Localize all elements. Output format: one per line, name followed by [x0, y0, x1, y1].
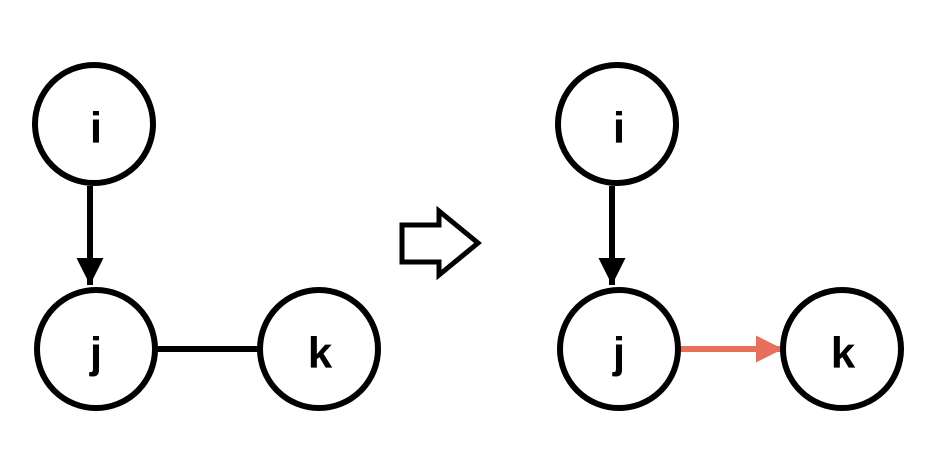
left-node-i-label: i — [90, 104, 102, 153]
left-node-i: i — [32, 62, 156, 186]
right-node-k: k — [780, 287, 904, 411]
right-node-i: i — [555, 62, 679, 186]
right-node-i-label: i — [613, 104, 625, 153]
left-node-j-label: j — [89, 329, 102, 378]
right-graph: i j k — [555, 62, 904, 411]
hollow-right-arrow-icon — [399, 205, 482, 281]
left-node-j: j — [34, 287, 158, 411]
left-node-k-label: k — [308, 329, 333, 378]
right-node-j-label: j — [612, 329, 625, 378]
right-node-k-label: k — [831, 329, 856, 378]
right-node-j: j — [557, 287, 681, 411]
left-node-k: k — [257, 287, 381, 411]
left-graph: i j k — [32, 62, 381, 411]
